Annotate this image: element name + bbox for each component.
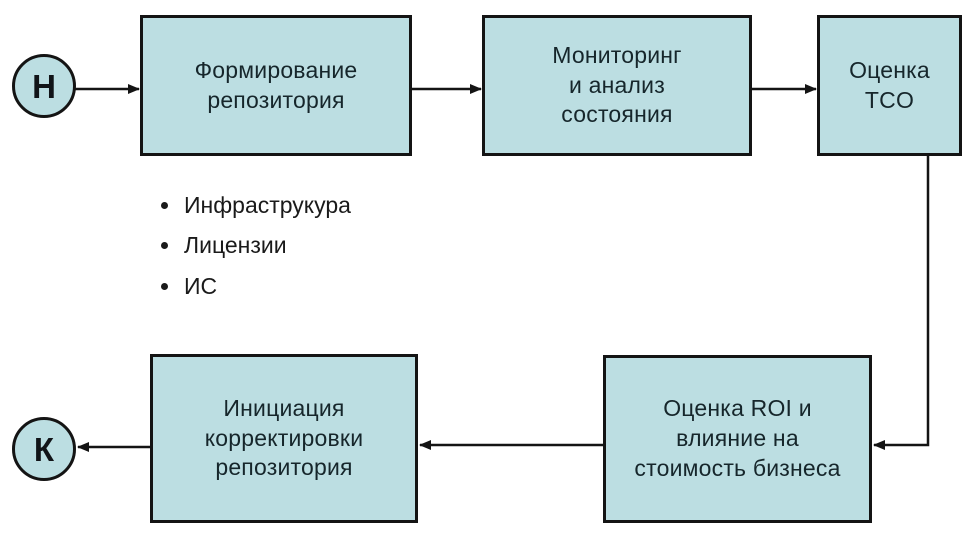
arrow-tco-to-roi — [873, 156, 930, 450]
bullet-item-infrastructure: Инфраструкура — [182, 192, 351, 218]
node-monitoring-label: Мониторинг и анализ состояния — [552, 41, 682, 128]
node-correction: Инициация корректировки репозитория — [150, 354, 418, 523]
end-node: К — [12, 417, 76, 481]
node-form-repo: Формирование репозитория — [140, 15, 412, 156]
node-tco: Оценка TCO — [817, 15, 962, 156]
node-roi: Оценка ROI и влияние на стоимость бизнес… — [603, 355, 872, 523]
node-roi-label: Оценка ROI и влияние на стоимость бизнес… — [634, 395, 841, 481]
start-node-label: Н — [32, 67, 56, 105]
start-node: Н — [12, 54, 76, 118]
node-form-repo-label: Формирование репозитория — [194, 56, 358, 113]
bullet-item-licenses: Лицензии — [182, 232, 351, 258]
node-tco-label: Оценка TCO — [849, 56, 930, 113]
bullet-item-is: ИС — [182, 273, 351, 299]
node-monitoring: Мониторинг и анализ состояния — [482, 15, 752, 156]
end-node-label: К — [33, 430, 55, 468]
bullet-list: Инфраструкура Лицензии ИС — [158, 192, 351, 314]
node-correction-label: Инициация корректировки репозитория — [204, 394, 364, 481]
